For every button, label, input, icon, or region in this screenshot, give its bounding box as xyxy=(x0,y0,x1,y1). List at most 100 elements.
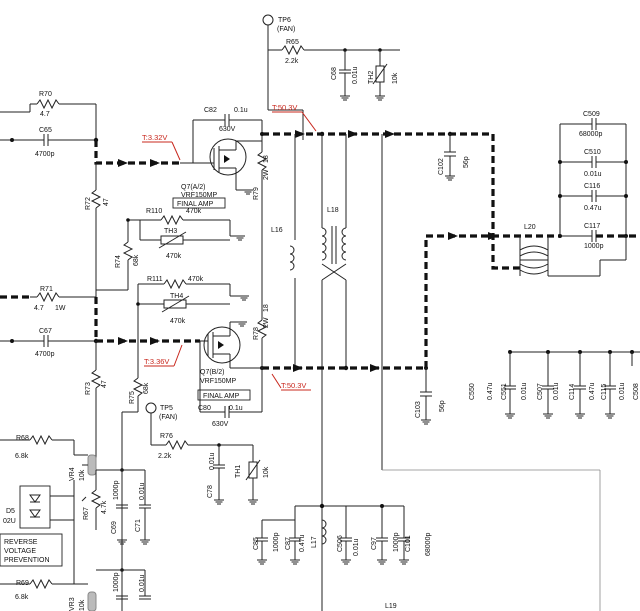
c78-label: C78 xyxy=(207,485,214,498)
c69-label: C69 xyxy=(111,521,118,534)
q7a-label: Q7(A/2) xyxy=(181,184,206,191)
r79-label: R79 xyxy=(253,187,260,200)
l20-transformer: L20 xyxy=(519,224,627,277)
r70-label: R70 xyxy=(39,91,52,98)
r110-resistor: R110 470k xyxy=(128,208,246,241)
c97-label: C97 xyxy=(371,537,378,550)
c65-value: 4700p xyxy=(35,151,55,158)
tp5-note: (FAN) xyxy=(159,414,177,421)
c116-value: 0.47u xyxy=(584,205,602,212)
c510-value: 0.01u xyxy=(584,171,602,178)
l17-label: L17 xyxy=(311,536,318,548)
final-amp-b-box: FINAL AMP xyxy=(197,389,251,401)
q7a-type: VRF150MP xyxy=(181,192,218,199)
r78-label: R78 xyxy=(253,327,260,340)
final-amp-a-box: FINAL AMP xyxy=(172,197,226,209)
gate-voltage-b: T:3.36V xyxy=(144,344,183,367)
r71-watt: 1W xyxy=(55,305,66,312)
r71-value: 4.7 xyxy=(34,305,44,312)
c71-capacitor: C71 0.01u xyxy=(135,470,151,545)
c116-label: C116 xyxy=(584,183,600,190)
c508-capacitor: C508 xyxy=(630,350,640,400)
drain-voltage-a-label: T:50.3V xyxy=(272,103,297,112)
r72-value: 47 xyxy=(103,198,110,206)
c506-value: 0.01u xyxy=(353,538,360,556)
th3-value: 470k xyxy=(166,253,182,260)
r76-value: 2.2k xyxy=(158,453,172,460)
vr3-value: 10k xyxy=(79,599,86,611)
r70-value: 4.7 xyxy=(40,111,50,118)
c67-label: C67 xyxy=(39,328,52,335)
q7a-mosfet: Q7(A/2) VRF150MP xyxy=(180,134,263,199)
r67-label: R67 xyxy=(83,507,90,520)
c114-capacitor: C114 0.47u xyxy=(569,350,616,419)
tp6-label: TP6 xyxy=(278,17,291,24)
tp6-fan-test-point: TP6 (FAN) xyxy=(262,14,295,50)
r75-value: 68k xyxy=(143,382,150,394)
c114-label: C114 xyxy=(569,384,576,400)
c103-capacitor: C103 56p xyxy=(415,368,446,425)
th3-thermistor: TH3 470k xyxy=(139,220,230,260)
l16-label: L16 xyxy=(271,227,283,234)
c103-label: C103 xyxy=(415,401,422,418)
c65-capacitor: C65 4700p xyxy=(0,127,99,158)
tp5-label: TP5 xyxy=(160,405,173,412)
c509-label: C509 xyxy=(583,111,600,118)
c508-label: C508 xyxy=(633,383,640,400)
c82-voltage: 630V xyxy=(219,126,236,133)
c-bottom-2-value: 0.01u xyxy=(139,574,146,592)
r74-value: 68k xyxy=(133,254,140,266)
c80-voltage: 630V xyxy=(212,421,229,428)
reverse-label-3: PREVENTION xyxy=(4,557,50,564)
r78-value: 18 xyxy=(263,304,270,312)
c551-label: C551 xyxy=(501,383,508,400)
r78-watt: 2W xyxy=(263,317,270,328)
r111-label: R111 xyxy=(147,276,163,283)
tp6-note: (FAN) xyxy=(277,26,295,33)
r69-resistor: R69 6.8k xyxy=(0,578,88,601)
c80-label: C80 xyxy=(198,405,211,412)
final-amp-a-label: FINAL AMP xyxy=(177,201,214,208)
c65-label: C65 xyxy=(39,127,52,134)
gate-voltage-a: T:3.32V xyxy=(142,133,181,161)
c87-capacitor: C87 0.47u xyxy=(285,520,306,565)
r69-label: R69 xyxy=(16,580,29,587)
c78-capacitor: C78 0.01u xyxy=(207,443,225,505)
c506-label: C506 xyxy=(337,535,344,552)
r73-value: 47 xyxy=(101,380,108,388)
c509-capacitor: C509 68000p xyxy=(560,111,626,138)
r79-value: 18 xyxy=(263,155,270,163)
vr4-trimmer: VR4 10k xyxy=(69,454,97,486)
r75-label: R75 xyxy=(129,391,136,404)
c103-value: 56p xyxy=(439,400,446,412)
r68-label: R68 xyxy=(16,435,29,442)
drain-voltage-b-label: T:50.3V xyxy=(281,381,306,390)
c101-capacitor: C101 68000p xyxy=(398,506,432,565)
vr3-label: VR3 xyxy=(69,597,76,611)
r68-resistor: R68 6.8k xyxy=(0,434,88,460)
gate-voltage-b-label: T:3.36V xyxy=(144,357,169,366)
l17-inductor: L17 xyxy=(311,519,327,548)
r71-label: R71 xyxy=(40,286,53,293)
c85-value: 1000p xyxy=(273,532,280,552)
c510-capacitor: C510 0.01u xyxy=(560,149,626,178)
th2-thermistor: TH2 10k xyxy=(368,48,399,101)
r111-resistor: R111 470k xyxy=(138,276,250,301)
c507-value: 0.01u xyxy=(553,382,560,400)
c102-value: 56p xyxy=(463,156,470,168)
reverse-label-1: REVERSE xyxy=(4,539,38,546)
r68-value: 6.8k xyxy=(15,453,29,460)
c82-value: 0.1u xyxy=(234,107,248,114)
th1-thermistor: TH1 10k xyxy=(235,445,270,505)
c82-label: C82 xyxy=(204,107,217,114)
r70-resistor: R70 4.7 xyxy=(0,91,97,140)
r65-value: 2.2k xyxy=(285,58,299,65)
c550-capacitor: C550 0.47u xyxy=(469,350,516,419)
r67-resistor: R67 4.7k xyxy=(81,486,108,530)
r72-resistor: R72 47 xyxy=(85,163,110,290)
c117-label: C117 xyxy=(584,223,600,230)
th4-label: TH4 xyxy=(170,293,183,300)
c551-capacitor: C551 0.01u xyxy=(501,350,554,419)
r67-value: 4.7k xyxy=(101,500,108,514)
